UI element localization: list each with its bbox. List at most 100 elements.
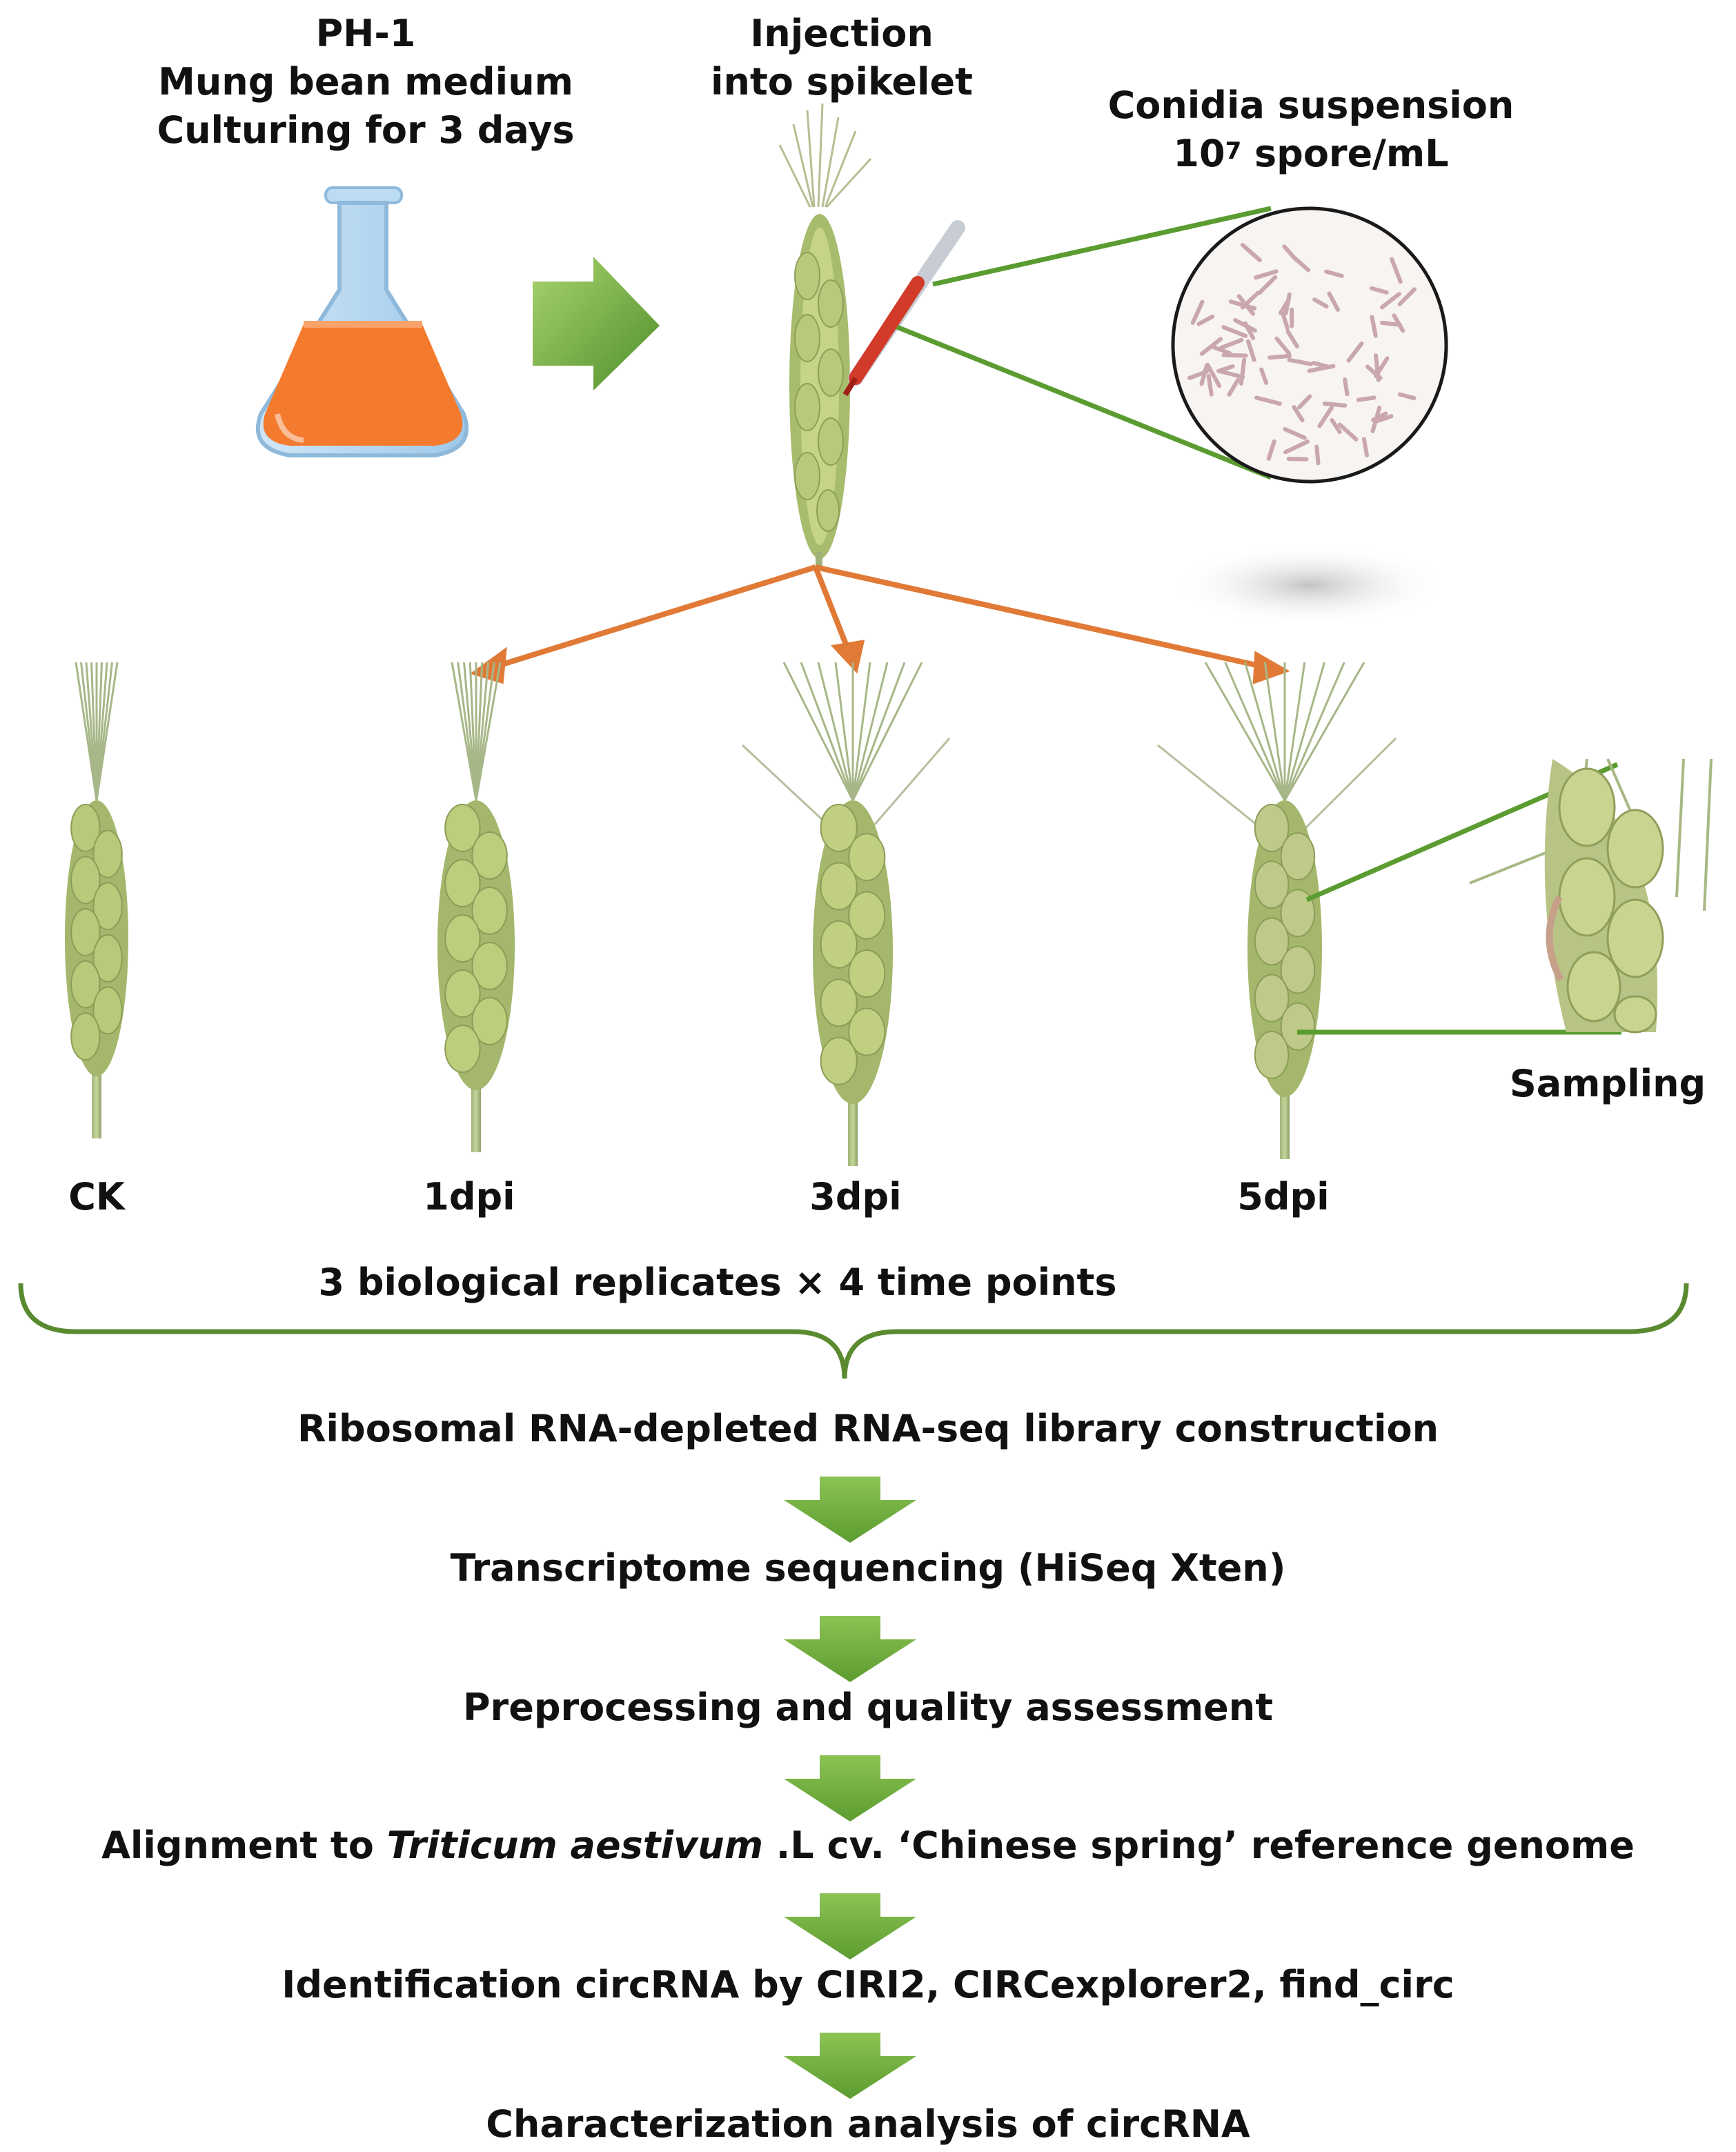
spikelet bbox=[820, 804, 858, 852]
awn bbox=[1290, 737, 1397, 843]
conidium-spore bbox=[1281, 311, 1290, 330]
conidium-spore bbox=[1199, 337, 1223, 356]
awn bbox=[1283, 662, 1306, 801]
conidium-spore bbox=[1287, 357, 1313, 366]
spikelet bbox=[92, 829, 123, 878]
flask-icon bbox=[255, 186, 469, 457]
awn bbox=[1263, 662, 1286, 801]
conidium-spore bbox=[1292, 405, 1305, 423]
spikelet bbox=[848, 1007, 886, 1056]
conidium-spore bbox=[1218, 369, 1245, 379]
conidium-spore bbox=[1254, 269, 1279, 280]
awn bbox=[1224, 662, 1286, 801]
spikelet bbox=[92, 934, 123, 983]
conidium-spore bbox=[1206, 374, 1214, 397]
conidium-spore bbox=[1257, 275, 1278, 295]
spikelet bbox=[70, 856, 101, 905]
spike-ck bbox=[65, 662, 128, 1138]
awn bbox=[851, 662, 923, 801]
conidium-spore bbox=[1374, 353, 1381, 382]
awn bbox=[475, 662, 502, 801]
conidium-spore bbox=[1274, 336, 1292, 356]
spikelet bbox=[1254, 860, 1290, 909]
conidium-spore bbox=[1392, 313, 1405, 333]
conidium-spore bbox=[1397, 392, 1417, 401]
spikelet bbox=[1254, 974, 1290, 1023]
injected-spike-image bbox=[778, 103, 965, 569]
conidium-spore bbox=[1228, 299, 1257, 311]
conidium-spore bbox=[1283, 439, 1310, 455]
spikelet bbox=[820, 978, 858, 1027]
conidium-spore bbox=[1324, 269, 1344, 278]
conidium-spore bbox=[1266, 439, 1276, 461]
conidium-spore bbox=[1361, 437, 1369, 457]
conidium-spore bbox=[1221, 353, 1248, 358]
spikelet bbox=[471, 942, 508, 990]
culture-label: PH-1 Mung bean medium Culturing for 3 da… bbox=[110, 10, 621, 155]
culture-line-2: Mung bean medium bbox=[158, 60, 573, 103]
spikelet bbox=[1280, 889, 1316, 938]
step-preprocessing: Preprocessing and quality assessment bbox=[462, 1686, 1274, 1729]
conidium-spore bbox=[1243, 321, 1256, 340]
spikelet bbox=[820, 862, 858, 911]
conidium-spore bbox=[1190, 299, 1205, 325]
conidia-concentration: 107 spore/mL bbox=[1049, 130, 1573, 178]
spikelet bbox=[1254, 804, 1290, 852]
conidium-spore bbox=[1283, 426, 1307, 440]
conidium-spore bbox=[1216, 364, 1235, 373]
spikelet bbox=[70, 1012, 101, 1061]
conidium-spore bbox=[1343, 377, 1350, 397]
spikelet bbox=[1254, 917, 1290, 966]
timepoint-ck: CK bbox=[68, 1175, 125, 1218]
spike-5dpi bbox=[1157, 662, 1397, 1159]
spikelet bbox=[848, 949, 886, 998]
conidium-spore bbox=[1337, 422, 1359, 442]
step-identification: Identification circRNA by CIRI2, CIRCexp… bbox=[282, 1963, 1454, 2006]
spike-1dpi bbox=[437, 662, 515, 1152]
awn bbox=[851, 662, 871, 801]
culture-line-3: Culturing for 3 days bbox=[157, 108, 575, 152]
down-arrow-icon bbox=[784, 1893, 916, 1959]
conidium-spore bbox=[1196, 314, 1215, 326]
conidium-spore bbox=[1227, 377, 1241, 397]
orange-branch-arrows bbox=[470, 564, 1290, 684]
culture-line-1: PH-1 bbox=[315, 12, 416, 55]
conc-exponent: 7 bbox=[1225, 137, 1242, 165]
awn bbox=[800, 662, 854, 801]
spikelet bbox=[444, 969, 481, 1018]
conidium-spore bbox=[1314, 444, 1321, 466]
conidium-spore bbox=[1370, 315, 1378, 338]
conidium-spore bbox=[1187, 369, 1209, 380]
spikelet bbox=[1280, 945, 1316, 994]
conidia-label: Conidia suspension 107 spore/mL bbox=[1049, 81, 1573, 178]
conidium-spore bbox=[1397, 287, 1417, 306]
spikelet bbox=[471, 887, 508, 935]
awn bbox=[1283, 662, 1365, 801]
conidium-spore bbox=[1379, 292, 1401, 310]
conidium-spore bbox=[1290, 254, 1311, 273]
awn bbox=[95, 662, 119, 801]
conidium-spore bbox=[1259, 367, 1269, 385]
conidium-spore bbox=[1312, 297, 1329, 309]
awn bbox=[858, 738, 951, 842]
alignment-prefix: Alignment to bbox=[101, 1824, 387, 1867]
awn bbox=[834, 662, 854, 801]
conidium-spore bbox=[1254, 395, 1282, 406]
step-sequencing: Transcriptome sequencing (HiSeq Xten) bbox=[450, 1546, 1286, 1590]
conidium-spore bbox=[1373, 414, 1394, 424]
awn bbox=[851, 662, 906, 801]
spikelet bbox=[820, 920, 858, 969]
spikelet bbox=[848, 891, 886, 940]
conidium-spore bbox=[1221, 325, 1248, 338]
awn bbox=[1283, 662, 1345, 801]
spikelet bbox=[848, 833, 886, 882]
down-arrow-icon bbox=[784, 1616, 916, 1682]
conidium-spore bbox=[1346, 341, 1364, 363]
conidium-spore bbox=[1370, 405, 1382, 433]
spikelet bbox=[444, 804, 481, 852]
down-arrow-icon bbox=[784, 2033, 916, 2099]
conidium-spore bbox=[1330, 417, 1342, 434]
down-arrow-icon bbox=[784, 1477, 916, 1543]
spikelet bbox=[1280, 1002, 1316, 1051]
